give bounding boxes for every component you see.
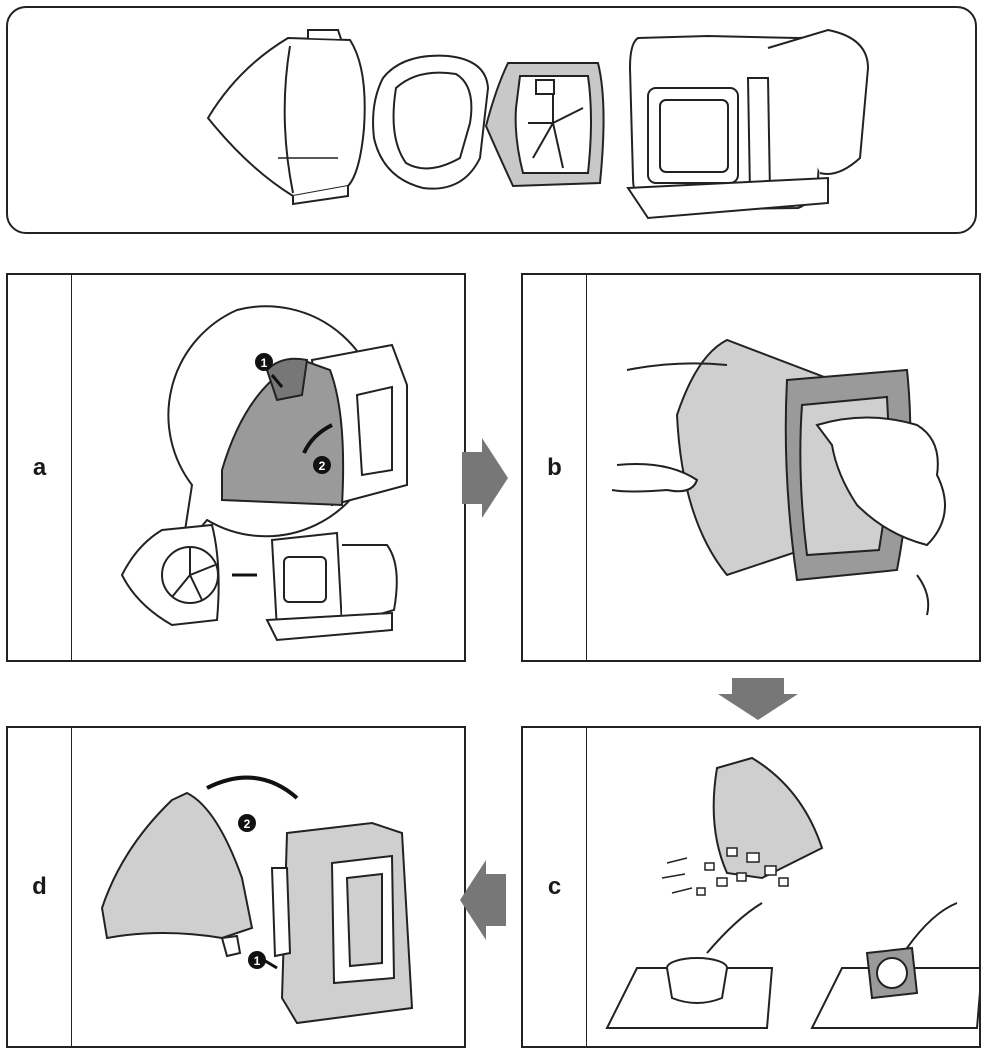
arrow-left-icon [460,860,506,940]
reattach-nozzle-illustration: 2 1 [100,775,414,1025]
step-label: d [32,873,47,900]
step-label-column: d [8,728,72,1046]
arrow-right-icon [462,438,508,518]
step-panel-b: b [521,273,981,662]
step-label: b [547,453,562,481]
step-label-column: b [523,275,587,660]
step-marker-1: 1 [248,951,266,969]
step-marker-2: 2 [238,814,256,832]
step-label: c [547,873,562,900]
step-label-column: a [8,275,72,660]
exploded-parts-drawing [206,28,870,220]
rotate-arrow [302,423,333,454]
zoomed-vacuum [221,343,408,507]
step-panel-c: c [521,726,981,1048]
arrow-down-icon [718,678,798,720]
step-label: a [32,453,47,481]
detached-nozzle [120,523,220,627]
hand-left-outline [626,362,728,371]
remove-nozzle-illustration: 1 2 [120,305,408,642]
rotate-arrow [206,775,299,800]
nozzle-emptying [712,756,824,880]
svg-text:2: 2 [319,459,326,473]
step-marker-1: 1 [255,353,273,371]
vacuum-body [626,28,870,220]
filter-frame [484,62,605,188]
hand-left-thumb [611,463,699,493]
paper-right [810,967,979,1029]
vacuum-body-small [265,531,398,642]
step-marker-2: 2 [313,456,331,474]
nozzle-cone [206,29,366,206]
cloth-filter [372,54,490,190]
pull-filter-illustration [611,338,946,616]
step-panel-a: a 1 2 [6,273,466,662]
svg-text:2: 2 [244,817,251,831]
step-label-column: c [523,728,587,1046]
svg-text:1: 1 [261,356,268,370]
empty-dust-illustration [605,756,979,1029]
dust-particles [696,847,789,896]
nozzle-shaded [221,358,345,507]
hand-right [815,416,946,547]
nozzle-reattaching [100,791,254,940]
step-panel-d: d 2 1 [6,726,466,1048]
svg-text:1: 1 [254,954,261,968]
press-arrow [270,374,284,388]
overview-exploded-parts [6,6,977,234]
